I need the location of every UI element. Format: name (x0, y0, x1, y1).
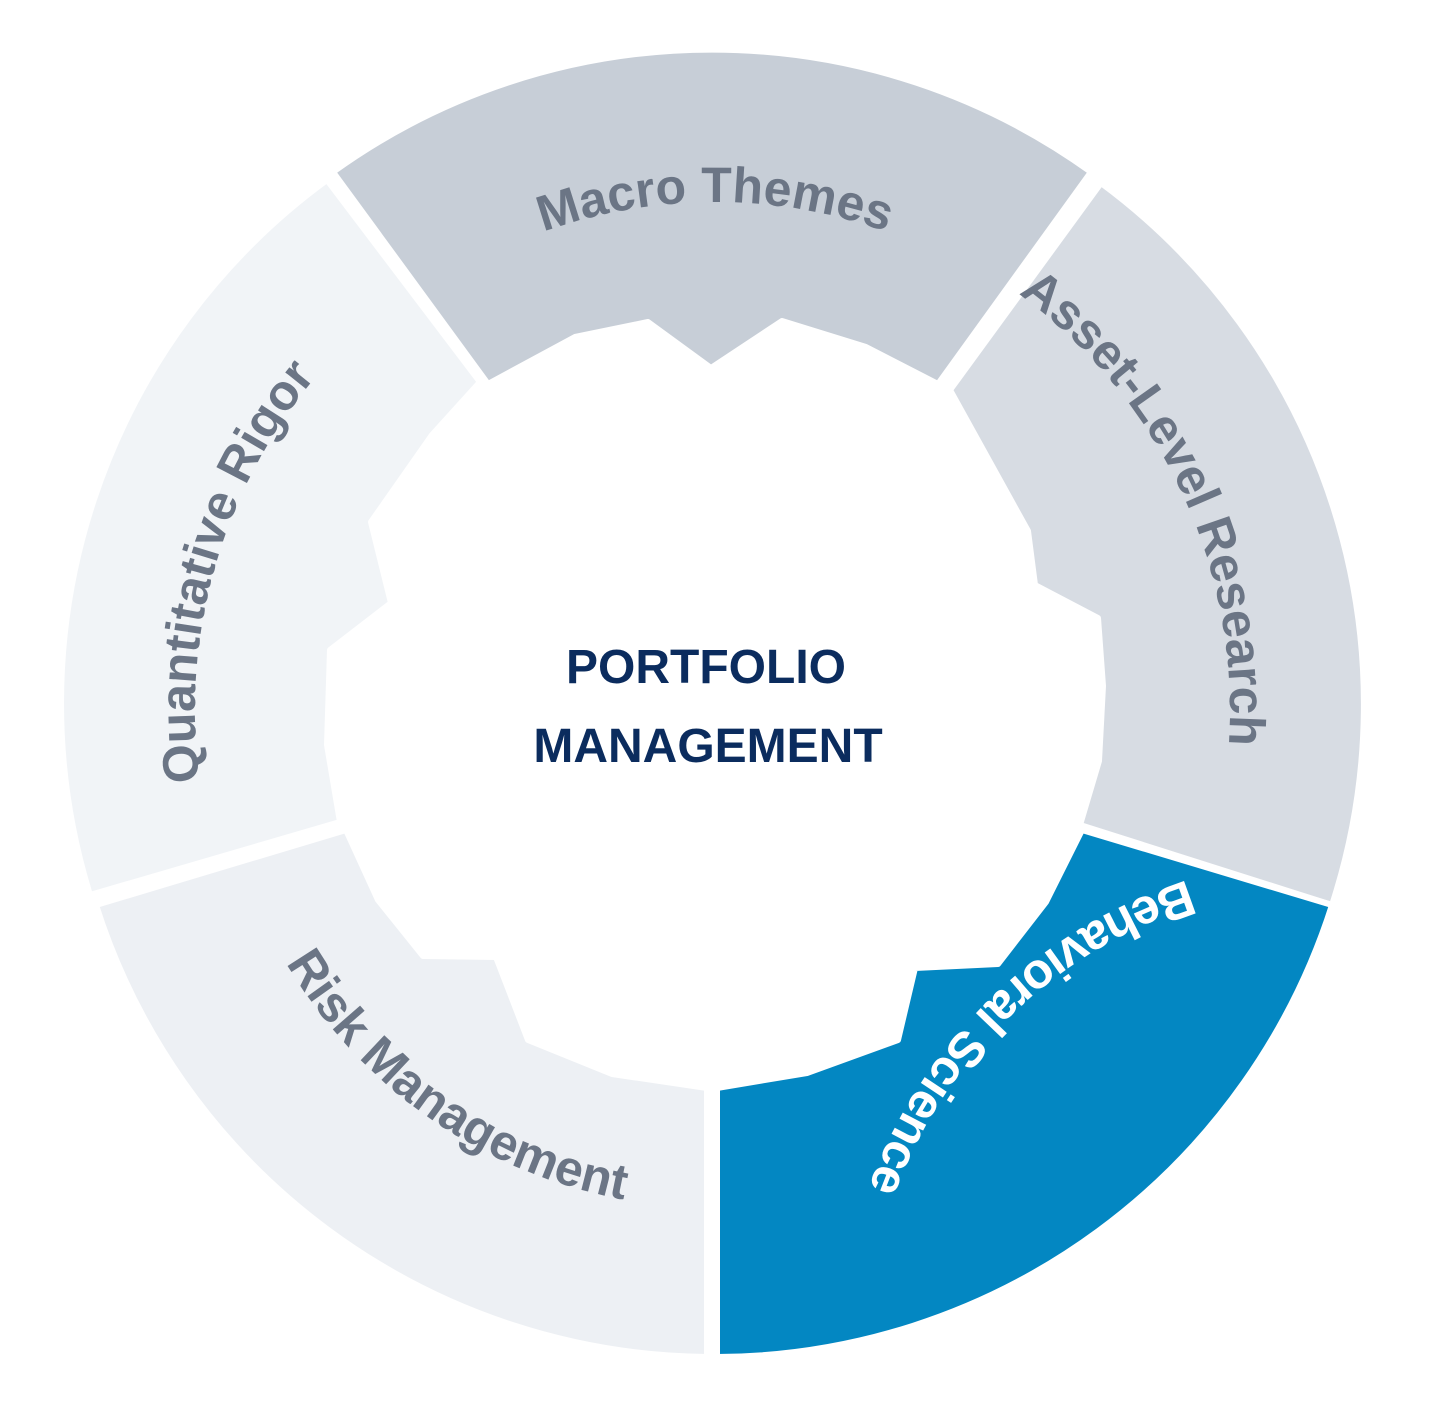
segment-2-shape (947, 180, 1367, 908)
center-label: PORTFOLIO MANAGEMENT (533, 641, 882, 773)
center-title-line-1: PORTFOLIO (566, 641, 846, 694)
segment-4-shape (93, 827, 710, 1360)
segment-3-shape (714, 827, 1335, 1360)
segment-5-shape (58, 177, 483, 898)
segment-1-shape (330, 46, 1094, 387)
segment-shapes (58, 46, 1367, 1360)
center-title-line-2: MANAGEMENT (533, 720, 882, 773)
